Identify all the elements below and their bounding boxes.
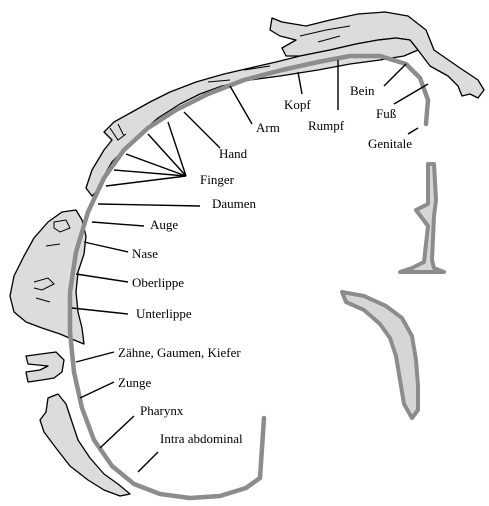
leader-bein xyxy=(384,64,406,86)
label-nase: Nase xyxy=(132,246,158,261)
labels: Kopf Bein Fuß Rumpf Arm Genitale Hand Fi… xyxy=(118,83,412,446)
label-unterlippe: Unterlippe xyxy=(136,306,192,321)
jaw-shape xyxy=(26,352,64,382)
label-genitale: Genitale xyxy=(368,136,412,151)
leader-finger-4 xyxy=(114,170,186,176)
leader-oberlippe xyxy=(76,274,128,282)
homunculus-face xyxy=(10,210,86,344)
leader-daumen xyxy=(98,204,200,206)
right-vertical-structure xyxy=(400,164,444,272)
leader-finger-5 xyxy=(106,176,186,186)
leader-genitale xyxy=(408,128,418,134)
label-finger: Finger xyxy=(200,172,235,187)
leader-fuss xyxy=(394,84,428,104)
tongue-pharynx-shape xyxy=(40,394,130,496)
label-intra-abdominal: Intra abdominal xyxy=(160,431,243,446)
label-oberlippe: Oberlippe xyxy=(132,275,184,290)
leader-finger-1 xyxy=(168,122,186,176)
leader-pharynx xyxy=(100,416,134,448)
label-daumen: Daumen xyxy=(212,196,257,211)
leader-kopf xyxy=(298,72,302,94)
label-hand: Hand xyxy=(219,146,248,161)
leader-unterlippe xyxy=(72,308,128,314)
face-shape xyxy=(10,210,86,344)
lower-slanted-structure xyxy=(342,292,418,418)
leader-hand xyxy=(184,112,220,148)
leader-finger-3 xyxy=(126,154,186,176)
label-kopf: Kopf xyxy=(284,97,311,112)
leader-arm xyxy=(230,86,252,124)
label-pharynx: Pharynx xyxy=(140,403,184,418)
leader-zunge xyxy=(80,382,114,398)
label-auge: Auge xyxy=(150,217,178,232)
label-rumpf: Rumpf xyxy=(308,118,345,133)
leader-nase xyxy=(84,242,128,252)
leader-zaehne xyxy=(76,352,114,362)
leader-auge xyxy=(92,222,144,226)
leader-intra-abdominal xyxy=(138,452,158,472)
label-fuss: Fuß xyxy=(376,106,397,121)
label-zaehne: Zähne, Gaumen, Kiefer xyxy=(118,345,241,360)
label-arm: Arm xyxy=(256,120,280,135)
label-zunge: Zunge xyxy=(118,375,151,390)
label-bein: Bein xyxy=(350,83,375,98)
